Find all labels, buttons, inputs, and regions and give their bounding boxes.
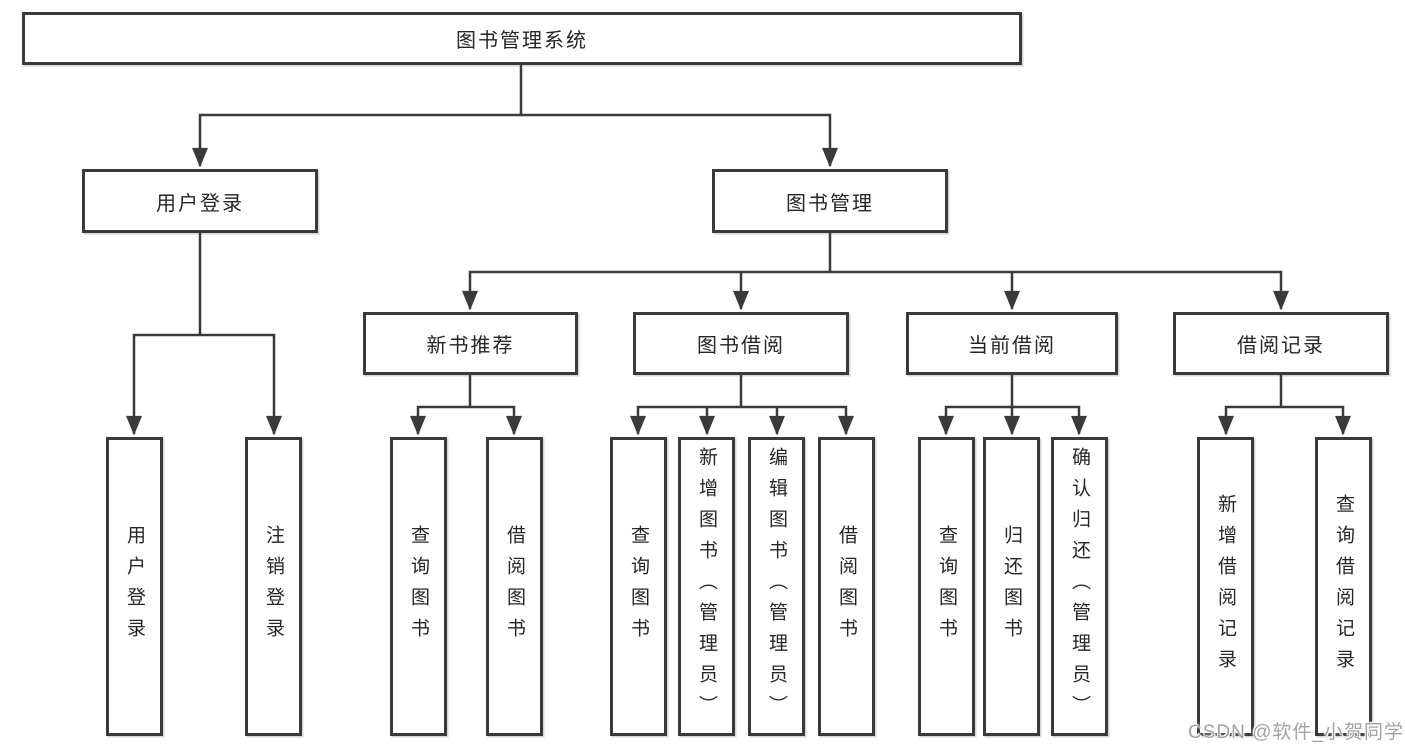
leaf-label: 注销登录	[263, 524, 284, 649]
node-library-management-system: 图书管理系统	[22, 12, 1022, 65]
leaf-label: 借阅图书	[504, 524, 525, 649]
connector-newrec-branch	[410, 405, 522, 436]
leaf-label: 确认归还（管理员）	[1069, 447, 1090, 726]
connector-login-branch	[126, 333, 282, 436]
node-borrow-records: 借阅记录	[1173, 312, 1389, 375]
node-new-book-recommend: 新书推荐	[363, 312, 578, 375]
node-book-borrowing: 图书借阅	[633, 312, 849, 375]
node-label: 新书推荐	[426, 335, 515, 357]
leaf-label: 归还图书	[1001, 524, 1022, 649]
leaf-label: 用户登录	[124, 524, 145, 649]
leaf-logout: 注销登录	[245, 437, 302, 736]
leaf-add-borrow-record: 新增借阅记录	[1197, 437, 1254, 736]
leaf-label: 查询图书	[628, 524, 649, 649]
leaf-add-books-admin: 新增图书（管理员）	[678, 437, 735, 736]
leaf-label: 查询借阅记录	[1333, 493, 1354, 680]
node-label: 图书借阅	[697, 335, 785, 357]
leaf-user-login: 用户登录	[106, 437, 163, 736]
leaf-label: 查询图书	[408, 524, 429, 649]
leaf-query-books-current: 查询图书	[918, 437, 975, 736]
connector-borrow-branch	[630, 405, 854, 436]
leaf-query-borrow-record: 查询借阅记录	[1315, 437, 1372, 736]
connector-records-branch	[1218, 405, 1351, 436]
node-book-management: 图书管理	[712, 169, 948, 233]
node-user-login: 用户登录	[82, 169, 318, 233]
leaf-label: 编辑图书（管理员）	[766, 447, 787, 726]
leaf-label: 新增图书（管理员）	[696, 447, 717, 726]
leaf-edit-books-admin: 编辑图书（管理员）	[748, 437, 805, 736]
leaf-query-books-recommend: 查询图书	[390, 437, 447, 736]
leaf-return-books: 归还图书	[983, 437, 1040, 736]
leaf-query-books-borrow: 查询图书	[610, 437, 667, 736]
leaf-borrow-books-recommend: 借阅图书	[486, 437, 543, 736]
leaf-label: 新增借阅记录	[1215, 493, 1236, 680]
csdn-watermark: CSDN @软件_小贺同学	[1188, 722, 1404, 743]
leaf-borrow-books: 借阅图书	[818, 437, 875, 736]
connector-root-branch	[192, 113, 838, 168]
node-label: 用户登录	[156, 192, 244, 215]
node-label: 图书管理系统	[456, 30, 588, 52]
node-label: 图书管理	[786, 192, 874, 215]
connector-mgmt-branch	[462, 270, 1289, 311]
node-label: 借阅记录	[1237, 335, 1325, 357]
leaf-confirm-return-admin: 确认归还（管理员）	[1051, 437, 1108, 736]
leaf-label: 借阅图书	[836, 524, 857, 649]
node-label: 当前借阅	[968, 335, 1056, 357]
node-current-borrowing: 当前借阅	[906, 312, 1118, 375]
leaf-label: 查询图书	[936, 524, 957, 649]
